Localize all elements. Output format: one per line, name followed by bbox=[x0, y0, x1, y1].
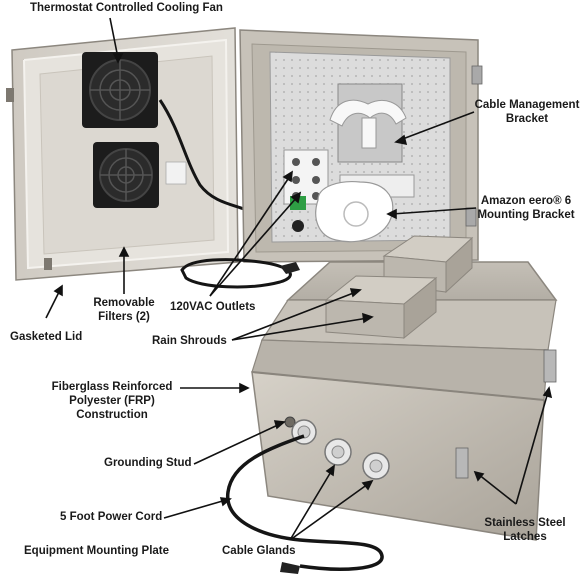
closed-enclosure bbox=[251, 235, 558, 541]
leader-lines bbox=[45, 17, 553, 541]
label-frp-construction: Fiberglass Reinforced Polyester (FRP) Co… bbox=[51, 381, 173, 421]
label-mounting-plate: Equipment Mounting Plate bbox=[24, 545, 170, 557]
cooling-fan-bottom bbox=[93, 142, 159, 208]
label-grounding-stud: Grounding Stud bbox=[104, 457, 192, 469]
label-power-cord: 5 Foot Power Cord bbox=[60, 511, 163, 523]
fan-cable bbox=[158, 99, 251, 214]
latch-lower bbox=[455, 447, 469, 479]
label-outlets: 120VAC Outlets bbox=[170, 301, 256, 313]
label-removable-filters: Removable Filters (2) bbox=[93, 297, 155, 323]
thermostat-sticker bbox=[165, 161, 187, 185]
power-cord bbox=[226, 434, 384, 574]
label-cable-glands: Cable Glands bbox=[222, 545, 296, 557]
latch-upper bbox=[543, 349, 557, 383]
rain-shroud-front bbox=[324, 275, 438, 340]
label-gasketed-lid: Gasketed Lid bbox=[10, 331, 83, 343]
interior-stud bbox=[292, 220, 304, 232]
cable-management-bracket bbox=[329, 83, 407, 163]
cooling-fan-top bbox=[82, 52, 158, 128]
label-rain-shrouds: Rain Shrouds bbox=[152, 335, 227, 347]
label-eero-bracket: Amazon eero® 6 Mounting Bracket bbox=[477, 195, 575, 221]
label-latches: Stainless Steel Latches bbox=[484, 517, 566, 543]
eero-mounting-bracket bbox=[315, 174, 415, 243]
label-cable-management-bracket: Cable Management Bracket bbox=[474, 99, 580, 125]
label-cooling-fan: Thermostat Controlled Cooling Fan bbox=[30, 2, 223, 14]
